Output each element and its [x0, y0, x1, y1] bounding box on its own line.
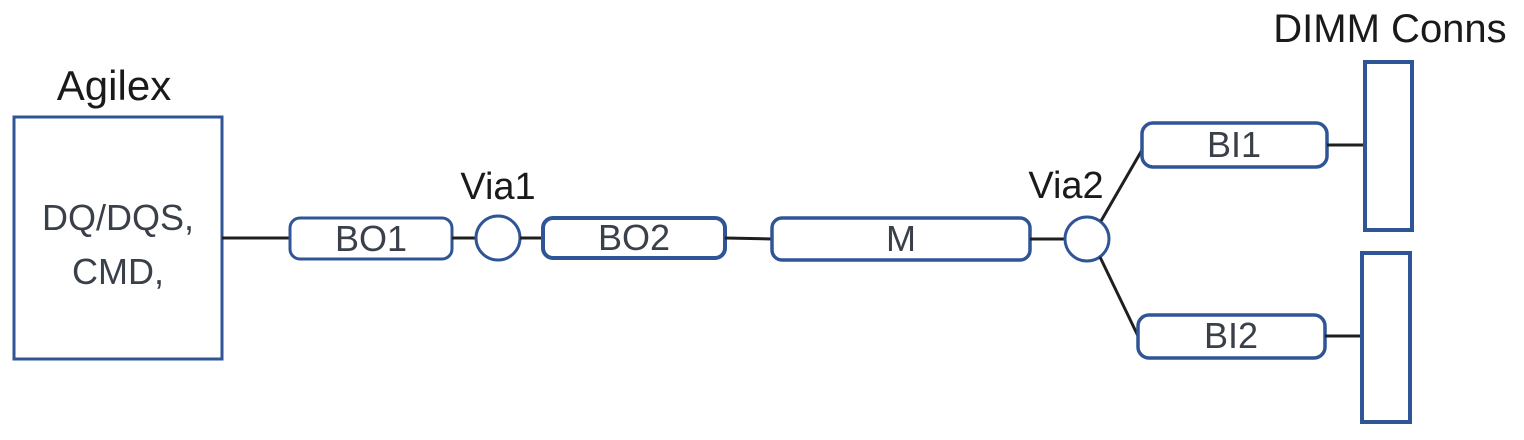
agilex-block-label-line1: DQ/DQS,	[42, 197, 194, 238]
segment-bi1-label: BI1	[1207, 124, 1261, 165]
via2-circle	[1063, 215, 1111, 263]
agilex-title: Agilex	[57, 62, 171, 109]
wire-via2-bi2	[1098, 256, 1140, 337]
via1-label: Via1	[460, 166, 535, 208]
dimm-connector-1	[1363, 60, 1414, 232]
wire-bo2-m	[724, 236, 773, 241]
wire-via2-bi1	[1099, 149, 1144, 222]
dimm-conns-title: DIMM Conns	[1273, 7, 1506, 51]
dimm-connector-2	[1360, 251, 1412, 424]
via2-label: Via2	[1028, 165, 1103, 207]
segment-bo2-label: BO2	[598, 217, 670, 258]
segment-bo1-label: BO1	[335, 218, 407, 259]
via1-circle	[474, 214, 522, 262]
agilex-block	[12, 115, 224, 361]
segment-m-label: M	[886, 218, 916, 259]
agilex-block-label-line2: CMD,	[72, 251, 164, 292]
segment-bi2-label: BI2	[1204, 315, 1258, 356]
